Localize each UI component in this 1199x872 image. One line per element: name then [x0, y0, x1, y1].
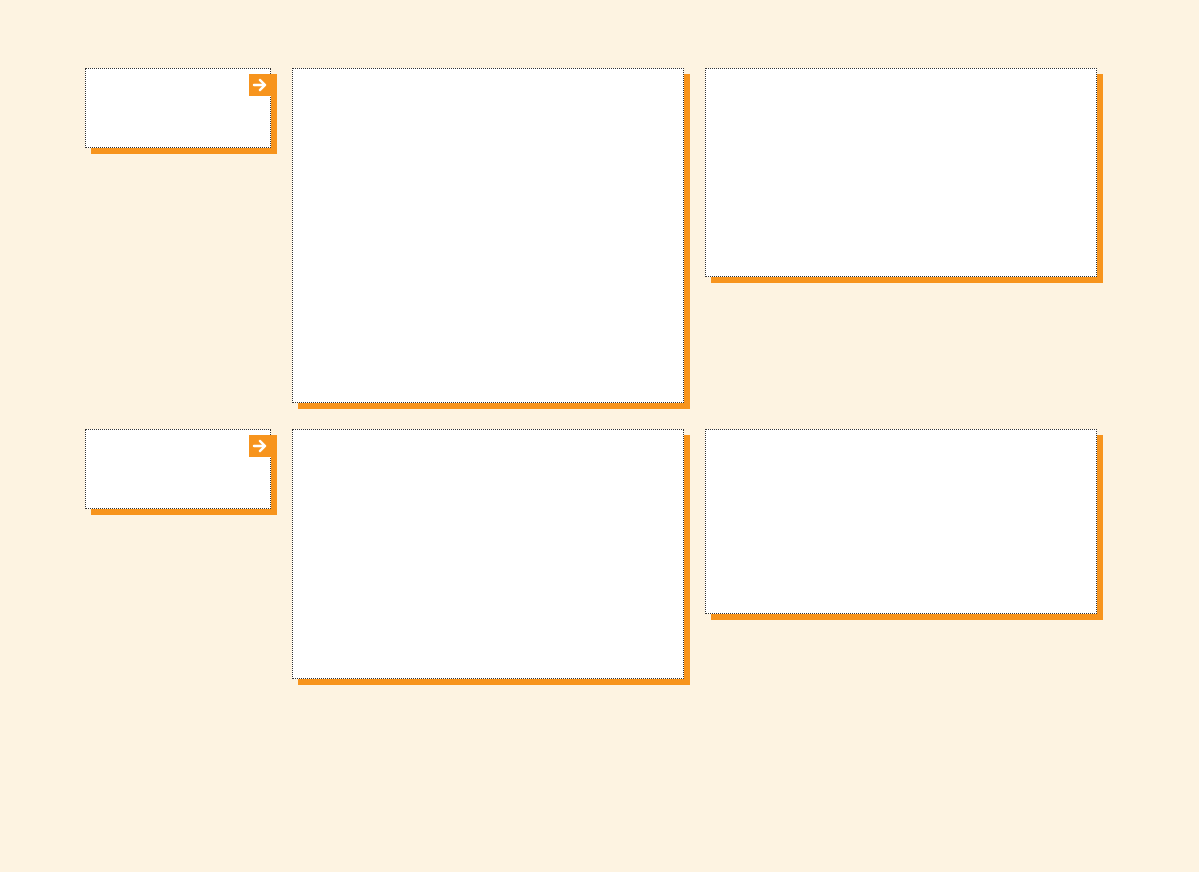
row-1-nav-card: [85, 68, 271, 148]
row-1-main-panel: [292, 68, 684, 403]
row-1-next-button[interactable]: [249, 74, 271, 96]
row-2-nav-card: [85, 429, 271, 509]
arrow-right-icon: [252, 78, 267, 92]
row-1-side-panel: [705, 68, 1097, 277]
row-2-next-button[interactable]: [249, 435, 271, 457]
row-2-side-panel: [705, 429, 1097, 614]
row-2-main-panel: [292, 429, 684, 679]
arrow-right-icon: [252, 439, 267, 453]
